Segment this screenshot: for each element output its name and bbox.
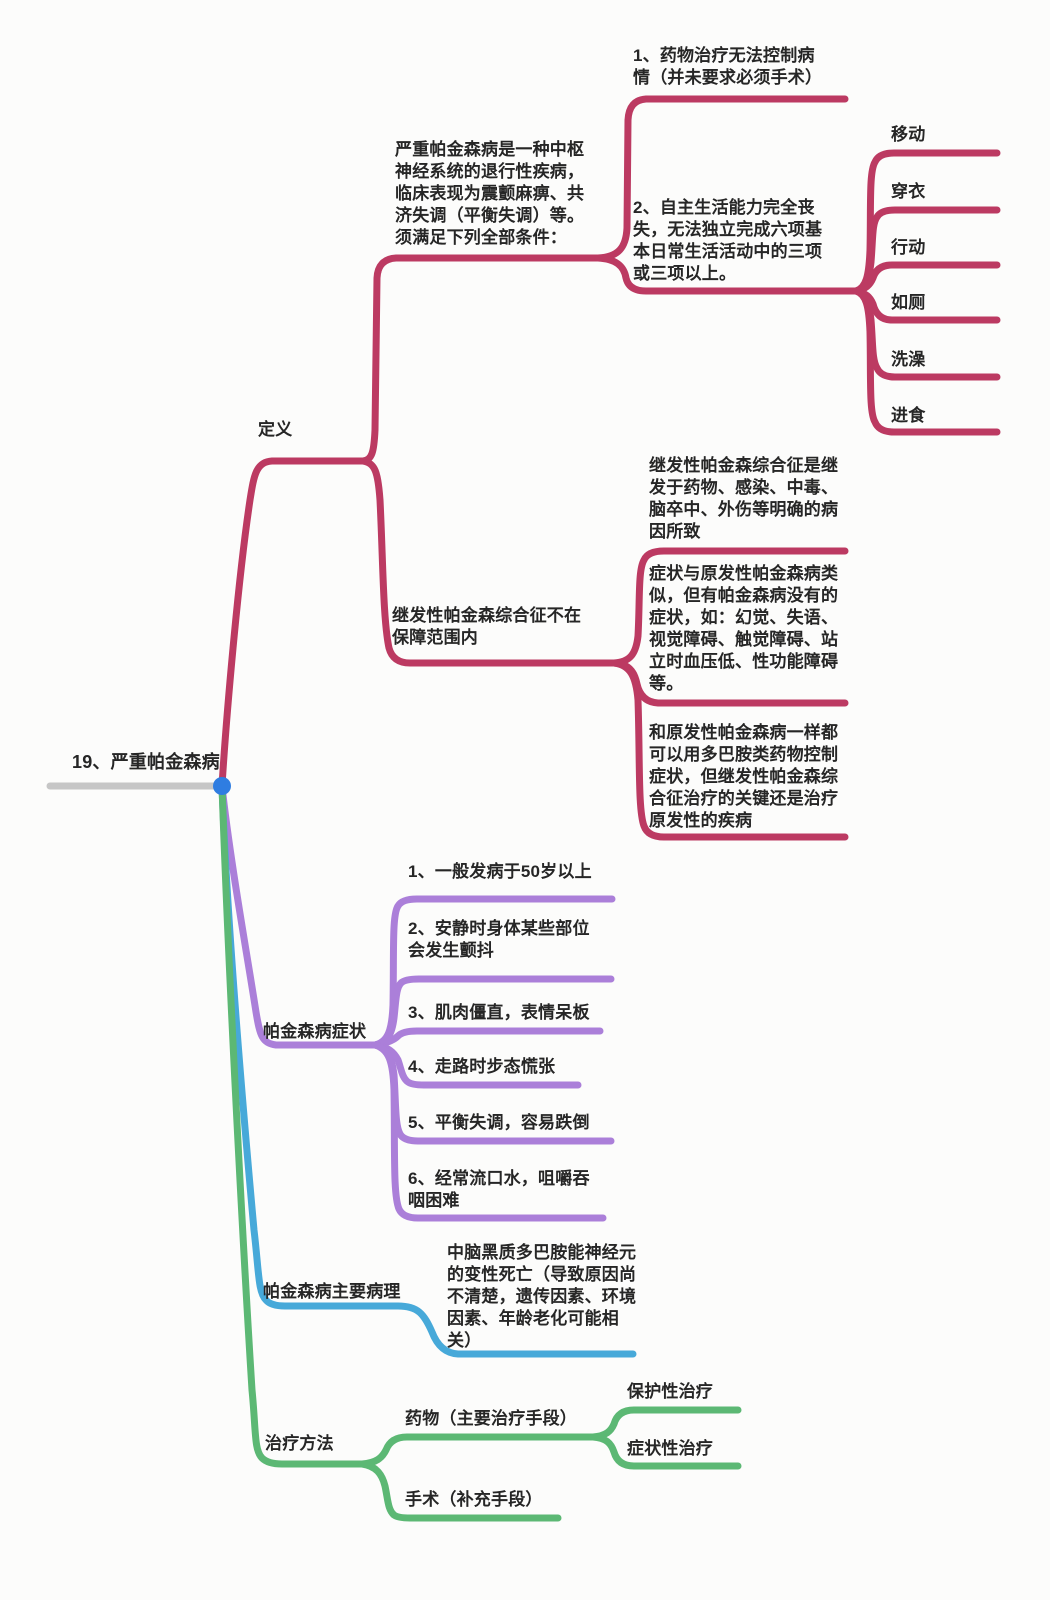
condition-1-node: 1、药物治疗无法控制病 情（并未要求必须手术） bbox=[633, 46, 823, 87]
edge-secondary-to-treatment bbox=[610, 659, 849, 841]
edge-adl-1 bbox=[852, 206, 1001, 295]
edge-treatment-trunk bbox=[218, 782, 366, 1468]
adl-leaf-toilet: 如厕 bbox=[891, 293, 926, 312]
symptom-item-5: 5、平衡失调，容易跌倒 bbox=[408, 1113, 590, 1132]
root-anchor-dot bbox=[213, 777, 231, 795]
edge-drug-to-symptomatic bbox=[589, 1433, 742, 1470]
branch-treatment-label: 治疗方法 bbox=[265, 1434, 334, 1453]
secondary-exclusion-node: 继发性帕金森综合征不在 保障范围内 bbox=[392, 606, 582, 647]
edge-definition-to-intro bbox=[359, 254, 602, 465]
edge-intro-to-condition2 bbox=[594, 254, 860, 295]
edge-treatment-to-drug bbox=[358, 1433, 597, 1468]
drug-symptomatic-node: 症状性治疗 bbox=[627, 1439, 713, 1458]
symptom-item-1: 1、一般发病于50岁以上 bbox=[408, 862, 592, 881]
adl-leaf-dress: 穿衣 bbox=[891, 182, 926, 201]
branch-symptoms-label: 帕金森病症状 bbox=[263, 1022, 367, 1041]
edge-symptom-2 bbox=[371, 1027, 604, 1049]
edge-adl-3 bbox=[852, 287, 1001, 324]
edge-symptoms-trunk bbox=[218, 782, 379, 1049]
edge-symptom-3 bbox=[371, 1041, 582, 1089]
condition-2-node: 2、自主生活能力完全丧 失，无法独立完成六项基 本日常生活活动中的三项 或三项以… bbox=[633, 198, 823, 283]
edge-symptom-1 bbox=[371, 975, 615, 1049]
edge-secondary-to-cause bbox=[610, 547, 849, 667]
adl-leaf-move: 移动 bbox=[891, 125, 926, 144]
edge-intro-to-condition1 bbox=[594, 95, 849, 262]
secondary-treatment-node: 和原发性帕金森病一样都 可以用多巴胺类药物控制 症状，但继发性帕金森综 合征治疗… bbox=[649, 723, 839, 830]
branch-definition-label: 定义 bbox=[258, 420, 293, 439]
symptom-item-6: 6、经常流口水，咀嚼吞 咽困难 bbox=[408, 1169, 590, 1210]
drug-protective-node: 保护性治疗 bbox=[627, 1382, 713, 1401]
edge-adl-2 bbox=[852, 261, 1001, 295]
edge-adl-4 bbox=[852, 287, 1001, 381]
root-node: 19、严重帕金森病 bbox=[72, 752, 220, 772]
symptom-item-4: 4、走路时步态慌张 bbox=[408, 1057, 556, 1076]
edge-definition-trunk bbox=[218, 457, 367, 790]
edge-adl-5 bbox=[852, 287, 1001, 436]
edge-pathology-trunk bbox=[218, 782, 637, 1358]
adl-leaf-act: 行动 bbox=[891, 238, 926, 257]
edge-drug-to-protective bbox=[589, 1406, 742, 1441]
edge-treatment-to-surgery bbox=[358, 1460, 562, 1522]
pathology-detail-node: 中脑黑质多巴胺能神经元 的变性死亡（导致原因尚 不清楚，遗传因素、环境 因素、年… bbox=[447, 1243, 637, 1350]
edge-definition-to-secondary bbox=[359, 457, 618, 667]
branch-pathology-label: 帕金森病主要病理 bbox=[263, 1282, 401, 1301]
adl-leaf-bathe: 洗澡 bbox=[891, 350, 926, 369]
symptom-item-2: 2、安静时身体某些部位 会发生颤抖 bbox=[408, 919, 590, 960]
treatment-drug-node: 药物（主要治疗手段） bbox=[405, 1409, 577, 1428]
secondary-cause-node: 继发性帕金森综合征是继 发于药物、感染、中毒、 脑卒中、外伤等明确的病 因所致 bbox=[649, 456, 839, 541]
adl-leaf-eat: 进食 bbox=[891, 406, 926, 425]
symptom-item-3: 3、肌肉僵直，表情呆板 bbox=[408, 1003, 590, 1022]
edge-symptom-5 bbox=[371, 1041, 607, 1222]
secondary-symptoms-node: 症状与原发性帕金森病类 似，但有帕金森病没有的 症状，如：幻觉、失语、 视觉障碍… bbox=[649, 564, 839, 693]
definition-intro-node: 严重帕金森病是一种中枢 神经系统的退行性疾病， 临床表现为震颤麻痹、共 济失调（… bbox=[395, 140, 585, 247]
treatment-surgery-node: 手术（补充手段） bbox=[405, 1490, 543, 1509]
